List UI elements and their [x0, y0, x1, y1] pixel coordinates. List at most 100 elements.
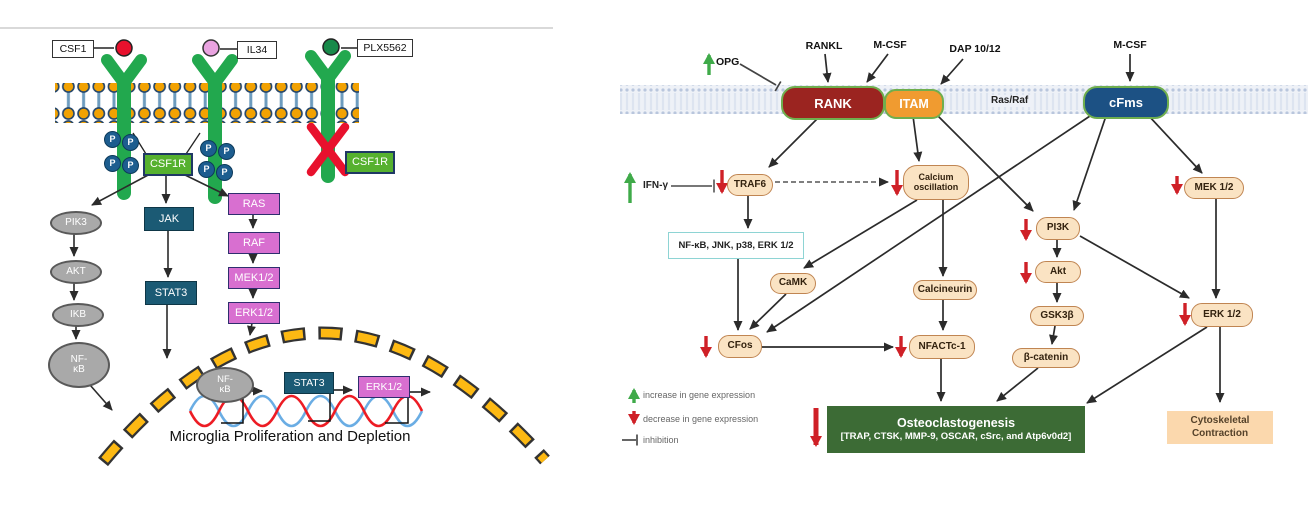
csf1r-node: CSF1R [143, 153, 193, 176]
csf1r-node-blocked: CSF1R [345, 151, 395, 174]
nfkb-jnk-p38-erk-node: NF-κB, JNK, p38, ERK 1/2 [668, 232, 804, 259]
gsk3b-node: GSK3β [1030, 306, 1084, 326]
ifng-label: IFN-γ [643, 181, 668, 191]
cytoskeletal-contraction-box: Cytoskeletal Contraction [1167, 411, 1273, 444]
camk-node: CaMK [770, 273, 816, 294]
mcsf-label-1: M-CSF [868, 40, 912, 51]
csf1-label-text: CSF1 [59, 42, 87, 55]
camk-text: CaMK [778, 277, 808, 289]
nfkb-node: NF-κB [48, 342, 110, 388]
pi3k-text: PI3K [1046, 222, 1070, 234]
phospho-text: P [109, 158, 116, 168]
dap1012-label: DAP 10/12 [941, 44, 1009, 55]
phospho-badge: P [200, 140, 217, 157]
il34-label-text: IL34 [246, 43, 268, 56]
itam-text: ITAM [899, 97, 929, 111]
decrease-arrows [628, 170, 1191, 425]
ras-node: RAS [228, 193, 280, 215]
phospho-text: P [205, 143, 212, 153]
akt-node-right: Akt [1035, 261, 1081, 283]
erk12-text: ERK1/2 [235, 306, 273, 319]
phospho-badge: P [122, 134, 139, 151]
phospho-badge: P [216, 164, 233, 181]
phospho-badge: P [104, 131, 121, 148]
il34-label: IL34 [237, 41, 277, 59]
nfactc1-text: NFACTc-1 [918, 340, 966, 352]
opg-text: OPG [716, 56, 740, 68]
akt-node: AKT [50, 260, 102, 284]
pik3-node: PIK3 [50, 211, 102, 235]
mek12-right-text: MEK 1/2 [1194, 181, 1234, 193]
plx5562-label-text: PLX5562 [363, 41, 407, 54]
calcium-text: Calcium oscillation [913, 172, 959, 192]
il34-ligand [202, 39, 220, 57]
csf1-label: CSF1 [52, 40, 94, 58]
pik3-text: PIK3 [65, 216, 87, 228]
akt-text: AKT [66, 265, 86, 277]
nucleus-erk12-node: ERK1/2 [358, 376, 410, 398]
cfos-node: CFos [718, 335, 762, 358]
phospho-text: P [109, 134, 116, 144]
nucleus-stat3-node: STAT3 [284, 372, 334, 394]
phospho-text: P [127, 137, 134, 147]
phospho-text: P [221, 167, 228, 177]
phospho-badge: P [122, 157, 139, 174]
nfkb-text: NF-κB [70, 353, 88, 375]
rank-text: RANK [814, 95, 852, 111]
ikb-text: IKB [69, 308, 87, 320]
increase-arrows [624, 53, 715, 403]
ras-text: RAS [242, 197, 266, 210]
phospho-badge: P [218, 143, 235, 160]
legend-decrease-text: decrease in gene expression [643, 414, 759, 424]
nucleus-stat3-text: STAT3 [293, 376, 325, 389]
mek12-node: MEK1/2 [228, 267, 280, 289]
phospho-text: P [127, 160, 134, 170]
cfos-text: CFos [727, 340, 753, 352]
raf-text: RAF [243, 236, 265, 249]
jak-text: JAK [158, 212, 180, 225]
csf1r-text: CSF1R [149, 158, 187, 170]
phospho-text: P [223, 146, 230, 156]
phospho-badge: P [104, 155, 121, 172]
traf6-node: TRAF6 [727, 174, 773, 196]
nucleus-erk12-text: ERK1/2 [365, 380, 403, 393]
legend-increase-text: increase in gene expression [643, 390, 756, 400]
cytoskeletal-text: Cytoskeletal Contraction [1190, 415, 1250, 439]
csf1r-receptor-3 [305, 50, 351, 183]
legend-inhibition: inhibition [643, 436, 679, 445]
mek12-node-right: MEK 1/2 [1184, 177, 1244, 199]
left-caption: Microglia Proliferation and Depletion [160, 428, 420, 446]
right-arrows [733, 53, 1225, 404]
legend-inhibition-symbol [622, 434, 638, 446]
inhibition-x-mark [306, 122, 350, 177]
calcineurin-node: Calcineurin [913, 280, 977, 300]
rasraf-text: Ras/Raf [991, 95, 1029, 106]
plx5562-ligand [322, 38, 340, 56]
stat3-node: STAT3 [145, 281, 197, 305]
opg-label: OPG [716, 57, 746, 68]
nfkb-jnk-text: NF-κB, JNK, p38, ERK 1/2 [678, 239, 794, 251]
csf1r-receptor-1 [101, 54, 147, 200]
rank-receptor: RANK [781, 86, 885, 120]
jak-node: JAK [144, 207, 194, 231]
ifng-inhibition-line [671, 179, 715, 193]
cell-membrane [55, 83, 359, 123]
osteoclastogenesis-title: Osteoclastogenesis [896, 416, 1016, 431]
itam-receptor: ITAM [884, 89, 944, 119]
dap1012-text: DAP 10/12 [949, 43, 1001, 55]
rankl-text: RANKL [805, 40, 843, 52]
mcsf-label-2: M-CSF [1108, 40, 1152, 51]
osteoclastogenesis-genes: [TRAP, CTSK, MMP-9, OSCAR, cSrc, and Atp… [840, 431, 1072, 443]
cfms-text: cFms [1109, 95, 1143, 110]
bcatenin-text: β-catenin [1023, 351, 1069, 363]
legend-decrease: decrease in gene expression [643, 415, 758, 424]
opg-inhibition-line [739, 63, 782, 92]
right-panel [620, 53, 1308, 447]
nucleus-membrane [98, 326, 550, 467]
mcsf-text: M-CSF [1113, 39, 1147, 51]
legend-increase: increase in gene expression [643, 391, 755, 400]
gsk3b-text: GSK3β [1040, 309, 1074, 321]
stat3-text: STAT3 [154, 286, 188, 299]
